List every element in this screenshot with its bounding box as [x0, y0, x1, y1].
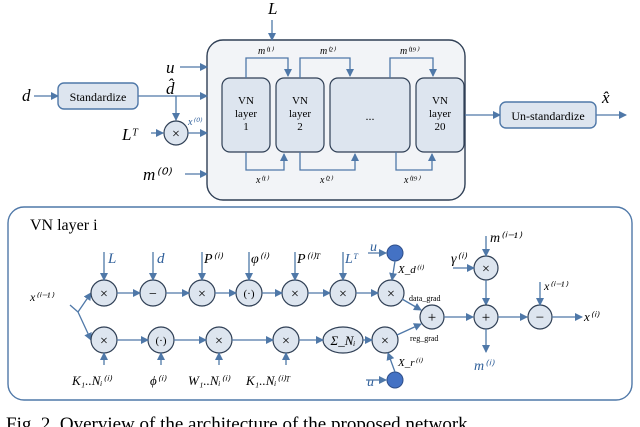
- bottom-op-1-symbol: ×: [100, 334, 108, 349]
- vn-layer-2-line1: VN: [292, 95, 308, 107]
- bottom-op-2-symbol: (·): [156, 335, 167, 347]
- vn-layer-1-line1: VN: [238, 95, 254, 107]
- u-top-down-arrow: [389, 260, 398, 281]
- x19-label: x⁽¹⁹⁾: [403, 175, 421, 186]
- vn-layer-1-line3: 1: [243, 121, 249, 133]
- arrow-to-bottom-row: [77, 311, 92, 341]
- top-op-7-symbol: ×: [387, 287, 395, 302]
- top-op-6-symbol: ×: [339, 287, 347, 302]
- reg-grad-arrow: [396, 323, 422, 336]
- top-op-4-symbol: (·): [244, 288, 255, 300]
- unstandardize-label: Un-standardize: [511, 109, 584, 123]
- input-u-label: u: [166, 58, 175, 77]
- top-input-PT: P⁽ⁱ⁾ᵀ: [296, 252, 321, 267]
- gamma-label: γ⁽ⁱ⁾: [451, 252, 467, 267]
- panel-title: VN layer i: [30, 217, 98, 234]
- m19-label: m⁽¹⁹⁾: [400, 46, 420, 57]
- split-junction: [69, 304, 79, 313]
- momentum-mult-symbol: ×: [482, 262, 490, 277]
- x2-label: x⁽²⁾: [319, 175, 334, 186]
- bottom-op-4-symbol: ×: [282, 334, 290, 349]
- arrow-m1: [245, 57, 292, 78]
- vn-layer-1-line2: layer: [235, 108, 257, 120]
- top-op-1-symbol: ×: [100, 287, 108, 302]
- vn-layer-ellipsis: [329, 77, 411, 153]
- bottom-input-K: K₁..Nᵢ⁽ⁱ⁾: [71, 373, 113, 388]
- subtract-symbol: −: [536, 310, 544, 326]
- reg-grad-label: reg_grad: [410, 334, 438, 343]
- top-multiply-symbol: ×: [172, 127, 180, 142]
- vn-layer-2-line2: layer: [289, 108, 311, 120]
- u-bottom-up-arrow: [386, 352, 396, 373]
- bottom-input-KT: K₁..Nᵢ⁽ⁱ⁾ᵀ: [245, 373, 291, 388]
- arrow-x19: [395, 152, 436, 171]
- LT-label: Lᵀ: [121, 125, 138, 144]
- standardize-label: Standardize: [70, 90, 127, 104]
- arrow-to-top-row: [77, 292, 92, 313]
- arrow-x2: [299, 152, 359, 171]
- m1-label: m⁽¹⁾: [258, 46, 275, 57]
- m-prev-label: m⁽ⁱ⁻¹⁾: [490, 231, 523, 246]
- input-d-label: d: [22, 86, 31, 105]
- m0-label: m⁽⁰⁾: [143, 165, 172, 184]
- grad-sum-symbol: +: [428, 310, 436, 326]
- top-input-P: P⁽ⁱ⁾: [203, 252, 223, 267]
- u-top-node: [386, 244, 404, 262]
- panel-input-x: x⁽ⁱ⁻¹⁾: [29, 290, 54, 304]
- u-top-label: u: [370, 240, 377, 255]
- x1-label: x⁽¹⁾: [255, 175, 270, 186]
- x0-label: x⁽⁰⁾: [187, 117, 203, 128]
- x-prev-right-label: x⁽ⁱ⁻¹⁾: [543, 279, 568, 293]
- sum-symbol: Σ_Nᵢ: [330, 333, 356, 348]
- x-out-label: x⁽ⁱ⁾: [583, 309, 600, 324]
- m-out-label: m⁽ⁱ⁾: [474, 359, 495, 374]
- u-bottom-node: [386, 371, 404, 389]
- vn-layer-2-line3: 2: [297, 121, 303, 133]
- figure-caption: Fig. 2. Overview of the architecture of …: [6, 414, 468, 427]
- top-input-d: d: [157, 251, 165, 267]
- top-op-3-symbol: ×: [198, 287, 206, 302]
- vn-layer-20-line1: VN: [432, 95, 448, 107]
- bottom-input-W: W₁..Nᵢ⁽ⁱ⁾: [188, 373, 231, 388]
- bottom-op-5-symbol: ×: [381, 334, 389, 349]
- top-input-L: L: [107, 251, 116, 267]
- arrow-x1: [245, 152, 288, 171]
- vn-layer-20: [415, 77, 465, 153]
- top-op-2-symbol: −: [149, 287, 157, 302]
- vn-layer-20-line2: layer: [429, 108, 451, 120]
- input-L-label: L: [267, 0, 277, 18]
- arrow-m19: [389, 57, 437, 78]
- xd-label: X_d⁽ⁱ⁾: [397, 264, 424, 276]
- dhat-label: d̂: [166, 79, 175, 98]
- m2-label: m⁽²⁾: [320, 46, 337, 57]
- u-bottom-label: u: [367, 375, 374, 390]
- data-grad-arrow: [401, 298, 422, 311]
- bottom-input-phi: ϕ⁽ⁱ⁾: [150, 373, 167, 388]
- top-input-phi: φ⁽ⁱ⁾: [251, 252, 270, 267]
- top-input-LT: Lᵀ: [344, 252, 359, 267]
- arrow-m2: [299, 57, 354, 78]
- top-op-5-symbol: ×: [291, 287, 299, 302]
- output-xhat-label: x̂: [601, 88, 610, 107]
- data-grad-label: data_grad: [409, 294, 441, 303]
- momentum-sum-symbol: +: [482, 310, 490, 326]
- xr-label: X_r⁽ⁱ⁾: [397, 357, 423, 369]
- vn-layer-20-line3: 20: [435, 121, 447, 133]
- vn-layer-ellipsis-label: ...: [366, 109, 375, 123]
- bottom-op-3-symbol: ×: [215, 334, 223, 349]
